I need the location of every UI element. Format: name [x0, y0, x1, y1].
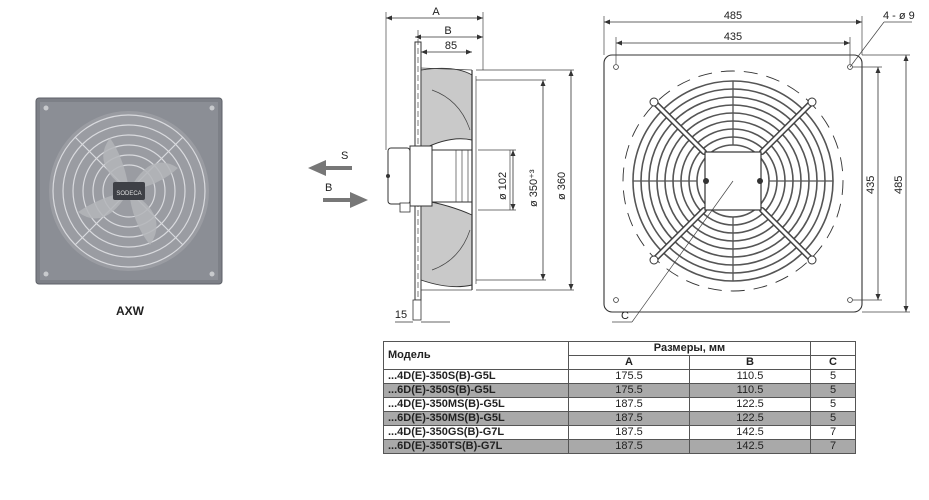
row-a: 187.5	[568, 411, 690, 426]
svg-text:B: B	[325, 182, 332, 194]
header-model: Модель	[383, 341, 569, 370]
row-c: 5	[810, 411, 856, 426]
side-view: A B 85 15 ø 102 ø 350⁺³ ø 360	[308, 6, 574, 323]
dimensions-table: Модель Размеры, мм A B C ...4D(E)-350S(B…	[383, 341, 856, 454]
row-model: ...6D(E)-350S(B)-G5L	[383, 383, 569, 398]
photo-logo: SODECA	[116, 191, 141, 197]
row-c: 7	[810, 439, 856, 454]
row-b: 110.5	[689, 383, 811, 398]
table-row: ...4D(E)-350GS(B)-G7L 187.5 142.5 7	[383, 425, 856, 440]
row-model: ...4D(E)-350S(B)-G5L	[383, 369, 569, 384]
dim-485-top: 485	[724, 10, 742, 22]
row-c: 5	[810, 383, 856, 398]
row-model: ...4D(E)-350GS(B)-G7L	[383, 425, 569, 440]
row-b: 142.5	[689, 439, 811, 454]
header-c: C	[810, 355, 856, 370]
dim-15-label: 15	[395, 309, 407, 321]
holes-label: 4 - ø 9	[883, 10, 915, 22]
row-a: 175.5	[568, 383, 690, 398]
header-sizes: Размеры, мм	[568, 341, 811, 356]
row-a: 187.5	[568, 425, 690, 440]
row-b: 122.5	[689, 397, 811, 412]
svg-text:S: S	[341, 150, 348, 162]
table-row: ...4D(E)-350S(B)-G5L 175.5 110.5 5	[383, 369, 856, 384]
dim-a-label: A	[432, 6, 440, 18]
dim-b-label: B	[444, 25, 451, 37]
row-a: 187.5	[568, 397, 690, 412]
dim-360-label: ø 360	[556, 172, 568, 200]
row-c: 5	[810, 397, 856, 412]
row-a: 187.5	[568, 439, 690, 454]
row-model: ...6D(E)-350MS(B)-G5L	[383, 411, 569, 426]
dim-435-top: 435	[724, 31, 742, 43]
table-row: ...6D(E)-350S(B)-G5L 175.5 110.5 5	[383, 383, 856, 398]
row-model: ...6D(E)-350TS(B)-G7L	[383, 439, 569, 454]
label-c: C	[621, 310, 629, 322]
product-photo: SODECA	[35, 97, 223, 285]
row-b: 142.5	[689, 425, 811, 440]
front-view: C 485 435 4 - ø 9 435 485	[603, 10, 915, 323]
row-c: 7	[810, 425, 856, 440]
row-a: 175.5	[568, 369, 690, 384]
row-b: 122.5	[689, 411, 811, 426]
table-row: ...4D(E)-350MS(B)-G5L 187.5 122.5 5	[383, 397, 856, 412]
header-c-blank	[810, 341, 856, 356]
table-row: ...6D(E)-350MS(B)-G5L 187.5 122.5 5	[383, 411, 856, 426]
dim-435-side: 435	[865, 176, 877, 194]
header-b: B	[689, 355, 811, 370]
dim-350-label: ø 350⁺³	[528, 169, 540, 207]
product-caption: AXW	[116, 304, 144, 318]
airflow-arrow-s: S	[308, 150, 352, 176]
row-model: ...4D(E)-350MS(B)-G5L	[383, 397, 569, 412]
dim-485-side: 485	[893, 176, 905, 194]
row-c: 5	[810, 369, 856, 384]
dim-102-label: ø 102	[497, 172, 509, 200]
table-row: ...6D(E)-350TS(B)-G7L 187.5 142.5 7	[383, 439, 856, 454]
row-b: 110.5	[689, 369, 811, 384]
dim-85-label: 85	[445, 40, 457, 52]
airflow-arrow-b: B	[323, 182, 368, 208]
header-a: A	[568, 355, 690, 370]
